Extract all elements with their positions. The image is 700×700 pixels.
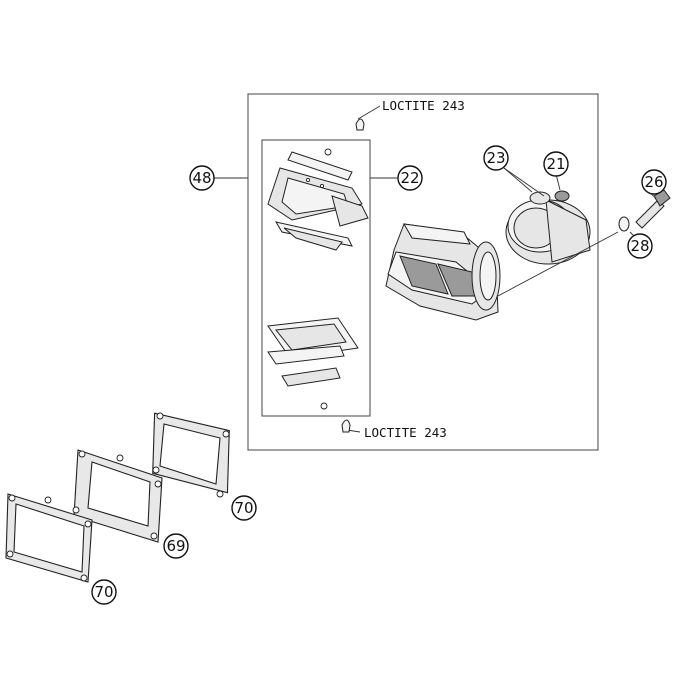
svg-text:70: 70 [94, 583, 113, 601]
leader-23b [503, 167, 545, 197]
callout-70-left: 70 [91, 579, 117, 605]
svg-text:21: 21 [546, 155, 565, 173]
washer [618, 216, 630, 232]
callout-28: 28 [627, 233, 653, 259]
leader-23 [503, 167, 533, 193]
gasket-right [152, 412, 230, 498]
svg-text:23: 23 [486, 149, 505, 167]
svg-text:69: 69 [166, 537, 185, 555]
svg-text:26: 26 [644, 173, 663, 191]
svg-text:22: 22 [400, 169, 419, 187]
gasket-left [5, 493, 93, 583]
svg-text:48: 48 [192, 169, 211, 187]
callout-22: 22 [397, 165, 423, 191]
loctite-bottom-label: LOCTITE 243 [364, 425, 447, 440]
reed-plate-upper [267, 148, 369, 251]
callout-70-right: 70 [231, 495, 257, 521]
svg-text:28: 28 [630, 237, 649, 255]
loctite-top-note: LOCTITE 243 [355, 98, 465, 131]
leader-axis [497, 231, 619, 297]
svg-text:70: 70 [234, 499, 253, 517]
callout-48: 48 [189, 165, 215, 191]
callout-69: 69 [163, 533, 189, 559]
loctite-top-label: LOCTITE 243 [382, 98, 465, 113]
intake-flange [505, 190, 591, 265]
spacer-middle [72, 449, 163, 543]
loctite-drop-icon [341, 419, 351, 433]
callout-26: 26 [641, 169, 667, 195]
assembly-frame [247, 93, 599, 451]
callout-23: 23 [483, 145, 509, 171]
callout-21: 21 [543, 151, 569, 177]
loctite-drop-icon [355, 118, 365, 131]
reed-gaskets-lower [267, 317, 359, 410]
intake-reed-block [385, 223, 501, 321]
loctite-bottom-note: LOCTITE 243 [341, 419, 447, 440]
reed-kit-frame [261, 139, 371, 417]
